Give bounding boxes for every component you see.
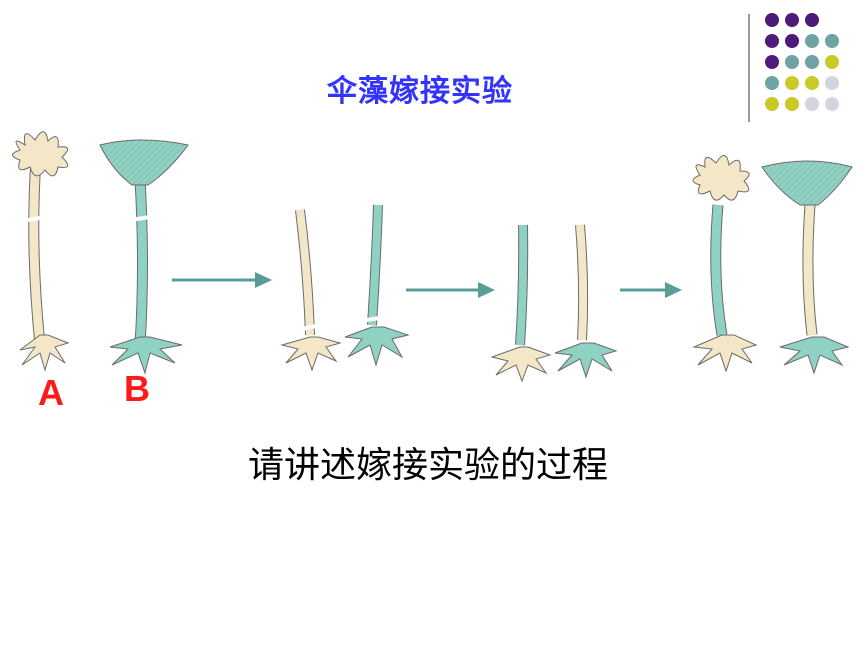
rhizoid-b bbox=[109, 336, 183, 375]
stage4-result-1 bbox=[692, 155, 758, 373]
decor-dot bbox=[805, 55, 819, 69]
decor-dot bbox=[785, 13, 799, 27]
stage4-result-2 bbox=[761, 160, 853, 375]
stage1-species-a bbox=[12, 131, 70, 372]
decor-divider bbox=[748, 14, 750, 122]
grafting-diagram bbox=[12, 131, 853, 383]
stage3-graft-1 bbox=[490, 224, 552, 383]
flower-cap-a bbox=[12, 131, 69, 177]
decor-dot bbox=[825, 55, 839, 69]
arrow-1 bbox=[172, 272, 272, 288]
label-b: B bbox=[124, 368, 150, 409]
decor-dot bbox=[765, 13, 779, 27]
slide-title: 伞藻嫁接实验 bbox=[327, 74, 513, 109]
stage2-stalk-a bbox=[280, 209, 342, 372]
decor-dot bbox=[785, 97, 799, 111]
decor-dot bbox=[765, 76, 779, 90]
decor-dot bbox=[825, 97, 839, 111]
umbrella-cap-b bbox=[99, 139, 189, 186]
decor-dot bbox=[785, 76, 799, 90]
decor-dot bbox=[805, 34, 819, 48]
decor-dot bbox=[765, 55, 779, 69]
stage2-stalk-b bbox=[344, 204, 410, 367]
decor-dot bbox=[825, 76, 839, 90]
decor-dot bbox=[825, 34, 839, 48]
decor-dot bbox=[765, 97, 779, 111]
question-text: 请讲述嫁接实验的过程 bbox=[248, 445, 609, 486]
decor-dot bbox=[785, 55, 799, 69]
decor-dot bbox=[805, 76, 819, 90]
stage3-graft-2 bbox=[554, 224, 618, 379]
decor-dot bbox=[805, 97, 819, 111]
decor-dot bbox=[765, 34, 779, 48]
decor-dot bbox=[805, 13, 819, 27]
arrow-2 bbox=[406, 282, 495, 298]
label-a: A bbox=[38, 372, 64, 413]
decor-dot bbox=[785, 34, 799, 48]
arrow-3 bbox=[620, 282, 682, 298]
rhizoid-a bbox=[19, 334, 70, 372]
decor-dot-grid bbox=[765, 13, 839, 111]
stage1-species-b bbox=[99, 139, 189, 375]
